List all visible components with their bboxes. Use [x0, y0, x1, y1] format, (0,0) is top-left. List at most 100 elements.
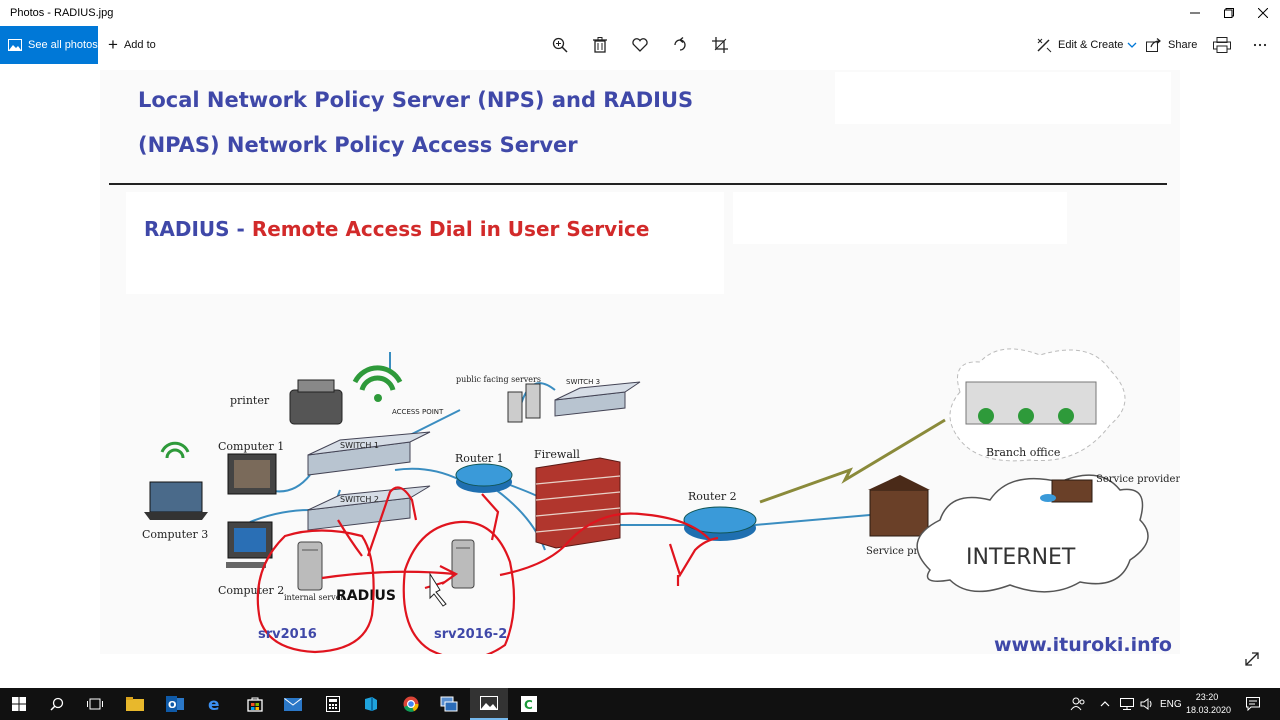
zoom-icon[interactable]	[550, 35, 570, 55]
photo-icon	[8, 39, 22, 51]
internal-server-label: internal server	[284, 593, 344, 602]
firewall-icon	[535, 457, 621, 549]
branch-office-label: Branch office	[986, 446, 1060, 459]
blank-panel	[835, 72, 1171, 124]
printer-icon	[289, 379, 343, 425]
calculator-icon[interactable]	[314, 688, 352, 720]
public-servers-icon	[507, 383, 541, 423]
window-title: Photos - RADIUS.jpg	[10, 7, 114, 19]
access-point-icon	[352, 365, 403, 402]
share-icon	[1146, 38, 1161, 52]
clock-time: 23:20	[1195, 692, 1219, 702]
router2-label: Router 2	[688, 490, 737, 503]
subtitle-panel	[126, 192, 724, 294]
chevron-down-icon	[1127, 42, 1137, 48]
switch1-label: SWITCH 1	[340, 441, 379, 450]
more-options-icon[interactable]	[1250, 35, 1270, 55]
search-icon[interactable]	[38, 688, 76, 720]
chrome-icon[interactable]	[392, 688, 430, 720]
radius-label: RADIUS	[336, 588, 396, 604]
internet-label: INTERNET	[966, 545, 1076, 570]
public-servers-label: public facing servers	[456, 375, 541, 384]
service-provider-building-icon	[868, 475, 930, 537]
switch1-icon	[307, 431, 431, 476]
expand-icon[interactable]	[1244, 651, 1260, 672]
blank-panel-2	[733, 192, 1067, 244]
azure-data-studio-icon[interactable]	[352, 688, 390, 720]
see-all-photos-button[interactable]: See all photos	[0, 26, 98, 64]
srv2016-label: srv2016	[258, 627, 317, 642]
network-icon[interactable]	[1120, 688, 1134, 720]
crop-icon[interactable]	[710, 35, 730, 55]
internet-cloud	[916, 474, 1149, 593]
router2-icon	[683, 506, 757, 541]
print-icon[interactable]	[1212, 35, 1232, 55]
slide-title-line1: Local Network Policy Server (NPS) and RA…	[138, 88, 694, 112]
branch-office-icon	[965, 381, 1097, 425]
close-button[interactable]	[1246, 0, 1280, 26]
network-diagram: printer ACCESS POINT SWITCH 1	[142, 348, 1180, 654]
computer3-label: Computer 3	[142, 528, 208, 541]
edge-icon[interactable]: e	[196, 688, 234, 720]
wireless-link	[759, 418, 946, 504]
people-icon[interactable]	[1070, 688, 1086, 720]
start-button-windows-icon[interactable]	[0, 688, 38, 720]
language-indicator[interactable]: ENG	[1160, 698, 1182, 710]
router1-icon	[455, 463, 513, 493]
outlook-icon[interactable]: O	[156, 688, 194, 720]
switch3-icon	[554, 381, 641, 417]
slide-image: Local Network Policy Server (NPS) and RA…	[100, 70, 1180, 656]
chevron-up-icon[interactable]	[1100, 688, 1110, 720]
delete-icon[interactable]	[590, 35, 610, 55]
minimize-button[interactable]	[1178, 0, 1212, 26]
computer1-icon	[227, 453, 277, 495]
taskbar: O e C	[0, 688, 1280, 720]
photos-app-icon[interactable]	[470, 688, 508, 720]
add-to-label: Add to	[123, 39, 156, 51]
camtasia-icon[interactable]: C	[510, 688, 548, 720]
maximize-button[interactable]	[1212, 0, 1246, 26]
computer2-icon	[226, 521, 273, 568]
share-label: Share	[1168, 39, 1198, 51]
radius-acronym: RADIUS	[144, 217, 230, 241]
notifications-icon[interactable]	[1246, 688, 1260, 720]
volume-icon[interactable]	[1140, 688, 1154, 720]
radius-definition: RADIUS - Remote Access Dial in User Serv…	[144, 217, 649, 241]
favorite-heart-icon[interactable]	[630, 35, 650, 55]
computer3-icon	[144, 441, 208, 520]
svg-text:O: O	[168, 700, 177, 711]
switch2-label: SWITCH 2	[340, 495, 379, 504]
share-button[interactable]: Share	[1146, 26, 1197, 64]
clock-date: 18.03.2020	[1186, 705, 1232, 715]
add-to-button[interactable]: + Add to	[108, 26, 156, 64]
internal-server-icon	[297, 541, 323, 591]
edit-create-button[interactable]: Edit & Create	[1036, 26, 1137, 64]
computer2-label: Computer 2	[218, 584, 284, 597]
switch2-icon	[307, 485, 431, 531]
title-bar: Photos - RADIUS.jpg	[0, 0, 1280, 26]
svg-text:C: C	[524, 698, 533, 712]
printer-label: printer	[230, 394, 270, 407]
access-point-label: ACCESS POINT	[392, 408, 444, 416]
mouse-cursor-icon	[429, 572, 447, 607]
red-annotations	[256, 486, 719, 654]
service-provider-label-2: Service provider	[1096, 474, 1180, 485]
edit-create-icon	[1037, 38, 1052, 53]
network-app-icon[interactable]	[430, 688, 468, 720]
see-all-photos-label: See all photos	[28, 39, 98, 51]
file-explorer-icon[interactable]	[116, 688, 154, 720]
website-label: www.ituroki.info	[994, 634, 1172, 656]
plus-icon: +	[108, 35, 118, 54]
computer1-label: Computer 1	[218, 440, 284, 453]
divider	[109, 183, 1167, 185]
image-canvas[interactable]: Local Network Policy Server (NPS) and RA…	[0, 64, 1280, 688]
store-icon[interactable]	[236, 688, 274, 720]
mail-icon[interactable]	[274, 688, 312, 720]
task-view-icon[interactable]	[76, 688, 114, 720]
rotate-icon[interactable]	[670, 35, 690, 55]
clock[interactable]: 23:20 18.03.2020	[1186, 691, 1232, 717]
service-provider-label-1: Service provider	[866, 546, 950, 557]
srv2016-2-label: srv2016-2	[434, 627, 507, 642]
toolbar: See all photos + Add to Edit & Create	[0, 26, 1280, 64]
